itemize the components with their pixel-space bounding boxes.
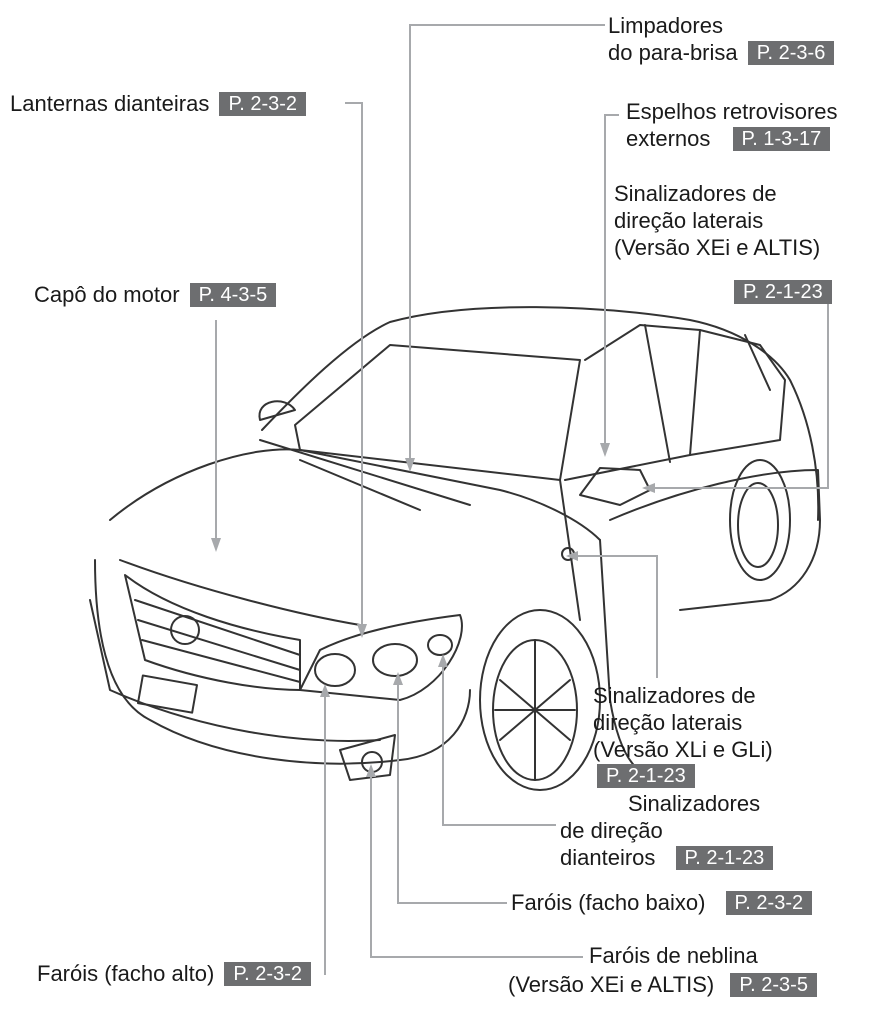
callout-text: direção laterais xyxy=(614,208,764,233)
callout-sinal-lateral-xei: Sinalizadores de direção laterais (Versã… xyxy=(614,180,820,261)
callout-text: (Versão XLi e GLi) xyxy=(593,737,773,762)
callout-text: dianteiros P. 2-1-23 xyxy=(560,844,774,871)
page-ref-tag[interactable]: P. 2-3-2 xyxy=(219,92,307,116)
callout-text: (Versão XEi e ALTIS) xyxy=(614,235,821,260)
callout-text: de direção xyxy=(560,818,663,843)
callout-text: Sinalizadores de xyxy=(593,683,756,708)
callout-text: Sinalizadores xyxy=(628,791,761,816)
callout-text: do para-brisa P. 2-3-6 xyxy=(608,39,835,66)
callout-farois-baixo: Faróis (facho baixo) P. 2-3-2 xyxy=(511,889,813,916)
callout-sinal-lateral-xei-ref: P. 2-1-23 xyxy=(734,278,832,305)
page-ref-tag[interactable]: P. 2-3-6 xyxy=(747,41,835,65)
callout-text: Faróis de neblina xyxy=(589,943,758,968)
callout-neblina: Faróis de neblina xyxy=(589,942,758,969)
page-ref-tag[interactable]: P. 2-3-5 xyxy=(730,973,817,997)
callout-sinal-lateral-xli: Sinalizadores de direção laterais (Versã… xyxy=(593,682,773,763)
callout-neblina-2: (Versão XEi e ALTIS) P. 2-3-5 xyxy=(508,971,817,998)
callout-sinal-dianteiros: Sinalizadores xyxy=(628,790,760,817)
callout-text: Sinalizadores de xyxy=(614,181,777,206)
callout-text: direção laterais xyxy=(593,710,743,735)
callout-sinal-lateral-xli-ref: P. 2-1-23 xyxy=(597,762,695,789)
page-ref-tag[interactable]: P. 4-3-5 xyxy=(189,283,277,307)
page-ref-tag[interactable]: P. 2-1-23 xyxy=(597,764,695,788)
callout-text: Limpadores xyxy=(608,13,723,38)
callout-text: Faróis (facho alto) xyxy=(37,961,215,986)
callout-espelhos: Espelhos retrovisores externos P. 1-3-17 xyxy=(626,98,838,152)
callout-text: Capô do motor xyxy=(34,282,180,307)
callout-farois-alto: Faróis (facho alto) P. 2-3-2 xyxy=(37,960,311,987)
callout-text: Faróis (facho baixo) xyxy=(511,890,706,915)
callout-sinal-dianteiros-2: de direção dianteiros P. 2-1-23 xyxy=(560,817,774,871)
callout-text: externos P. 1-3-17 xyxy=(626,125,838,152)
page-ref-tag[interactable]: P. 2-1-23 xyxy=(675,846,774,870)
page-ref-tag[interactable]: P. 1-3-17 xyxy=(732,127,831,151)
callout-text: Lanternas dianteiras xyxy=(10,91,210,116)
callout-limpadores: Limpadores do para-brisa P. 2-3-6 xyxy=(608,12,835,66)
callout-lanternas: Lanternas dianteiras P. 2-3-2 xyxy=(10,90,307,117)
callout-text: Espelhos retrovisores xyxy=(626,99,838,124)
page-ref-tag[interactable]: P. 2-3-2 xyxy=(224,962,311,986)
page-ref-tag[interactable]: P. 2-3-2 xyxy=(725,891,813,915)
callout-capo: Capô do motor P. 4-3-5 xyxy=(34,281,277,308)
callout-text: (Versão XEi e ALTIS) xyxy=(508,972,715,997)
page-ref-tag[interactable]: P. 2-1-23 xyxy=(734,280,832,304)
